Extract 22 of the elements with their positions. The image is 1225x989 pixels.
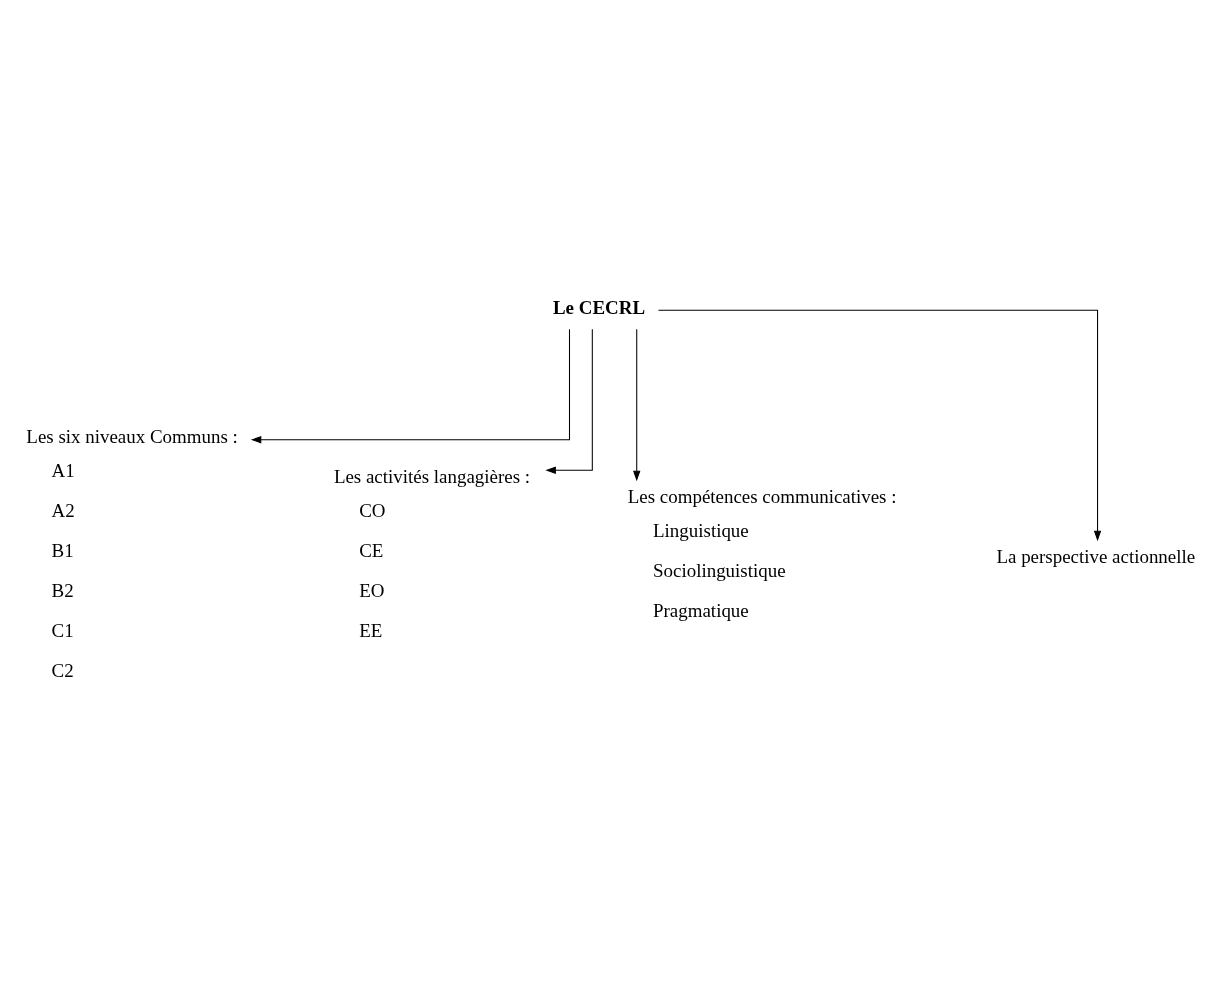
node-label: Pragmatique: [653, 600, 749, 622]
node-label: CE: [359, 540, 384, 562]
node-label: CO: [359, 500, 386, 522]
node-text: Les six niveaux Communs :: [26, 426, 238, 448]
node-text: La perspective actionnelle: [996, 546, 1196, 568]
node-text: Le CECRL: [552, 296, 646, 318]
arrow: [545, 328, 593, 474]
node-text: Les compétences communicatives :: [627, 486, 897, 508]
node-text: Les activités langagières :: [333, 466, 531, 488]
node-label: C2: [51, 660, 74, 682]
node-label: B2: [51, 580, 74, 602]
node-label: Sociolinguistique: [653, 560, 786, 582]
arrow: [633, 328, 641, 482]
node-label: Linguistique: [653, 520, 749, 542]
node-label: A2: [51, 500, 75, 522]
node-label: C1: [51, 620, 74, 642]
arrow: [657, 309, 1102, 542]
arrow: [250, 328, 570, 444]
node-label: EO: [359, 580, 385, 602]
node-label: EE: [359, 620, 383, 642]
node-label: B1: [51, 540, 74, 562]
node-label: A1: [51, 460, 75, 482]
